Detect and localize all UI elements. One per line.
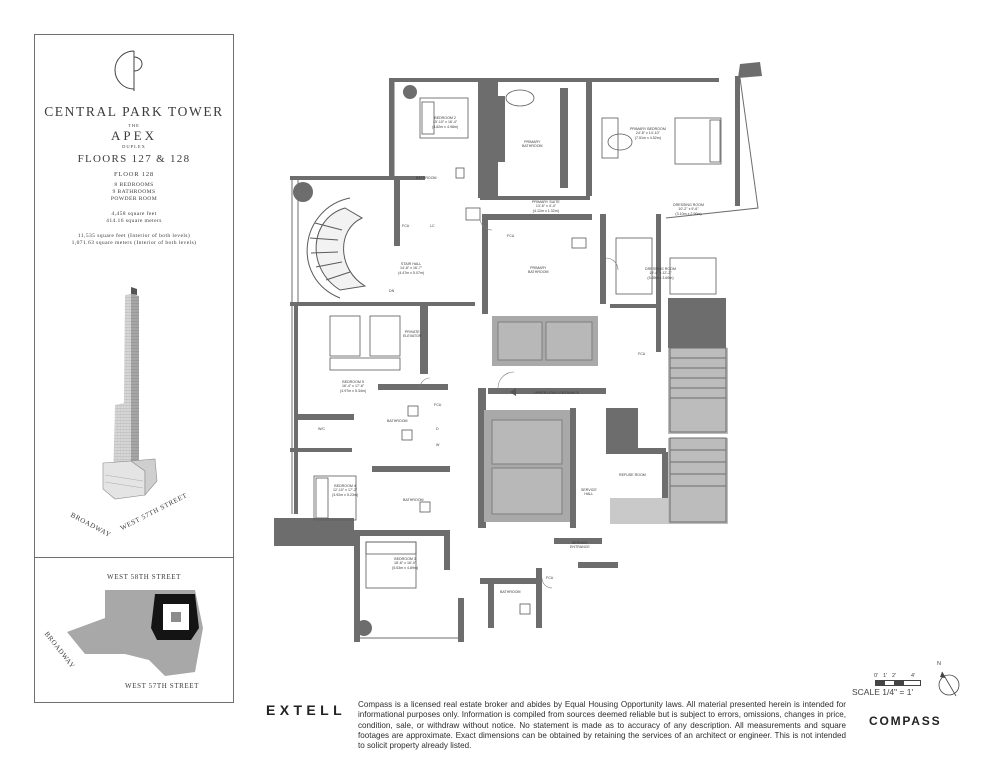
fcu-label: FCU xyxy=(402,224,410,228)
entrance-arrow xyxy=(510,388,516,396)
room-upper-level-entrance: UPPER LEVEL ENTRANCE xyxy=(534,391,580,395)
brand-panel: CENTRAL PARK TOWER THE APEX DUPLEX FLOOR… xyxy=(34,34,234,269)
tower-panel: BROADWAY WEST 57TH STREET xyxy=(34,267,234,558)
structural-walls xyxy=(274,62,762,642)
room-bathroom-top: BATHROOM xyxy=(416,176,437,180)
apex-the: THE xyxy=(128,123,140,128)
furniture xyxy=(313,85,722,636)
room-wic: W/C xyxy=(318,427,325,431)
room-bathroom-mid: BATHROOM xyxy=(387,419,408,423)
doors xyxy=(419,217,619,589)
floor-sqm: 414.16 square meters xyxy=(106,218,162,224)
scale-label: SCALE 1/4" = 1' xyxy=(852,687,914,697)
fcu-label: FCU xyxy=(638,352,646,356)
dryer-label: D xyxy=(436,427,439,431)
apex-logo: APEX xyxy=(111,128,157,143)
apex-duplex: DUPLEX xyxy=(122,144,146,149)
lc-label: LC xyxy=(430,224,435,228)
washer-label: W xyxy=(436,443,440,447)
site-plan-panel: WEST 58TH STREET BROADWAY WEST 57TH STRE… xyxy=(34,557,234,703)
tower-illustration xyxy=(102,287,158,500)
site-south-street: WEST 57TH STREET xyxy=(125,682,200,690)
spiral-stair xyxy=(293,182,367,299)
fcu-label: FCU xyxy=(507,234,515,238)
floors-title: FLOORS 127 & 128 xyxy=(77,153,191,165)
bedroom-count: 8 BEDROOMS xyxy=(114,182,154,188)
total-sqm: 1,071.63 square meters (Interior of both… xyxy=(71,240,197,246)
total-sqft: 11,535 square feet (Interior of both lev… xyxy=(77,233,191,239)
cp-monogram xyxy=(114,50,143,91)
site-north-street: WEST 58TH STREET xyxy=(107,573,182,581)
extell-logo: EXTELL xyxy=(266,702,347,718)
bathroom-count: 9 BATHROOMS xyxy=(112,189,156,195)
tower-broadway-label: BROADWAY xyxy=(69,511,113,540)
site-plan-map xyxy=(67,590,203,676)
floor-sqft: 4,458 square feet xyxy=(111,211,157,217)
compass-logo: COMPASS xyxy=(869,714,942,728)
fcu-label: FCU xyxy=(434,403,442,407)
north-label: N xyxy=(937,661,941,667)
room-bathroom-b4: BATHROOM xyxy=(403,498,424,502)
disclaimer-text: Compass is a licensed real estate broker… xyxy=(358,700,846,751)
room-refuse: REFUSE ROOM xyxy=(619,473,646,477)
north-arrow-icon xyxy=(938,671,960,697)
room-bathroom-b3: BATHROOM xyxy=(500,590,521,594)
elevator-cores xyxy=(484,316,728,524)
exterior-lines xyxy=(291,77,759,639)
powder-room: POWDER ROOM xyxy=(110,196,158,202)
brand-title: CENTRAL PARK TOWER xyxy=(44,104,224,119)
scale-bar: 0' 1' 2' 4' xyxy=(874,673,926,693)
floor-plan xyxy=(274,62,762,642)
stair-down-label: DN xyxy=(389,289,395,293)
fcu-label: FCU xyxy=(546,576,554,580)
floor-label: FLOOR 128 xyxy=(114,171,154,178)
